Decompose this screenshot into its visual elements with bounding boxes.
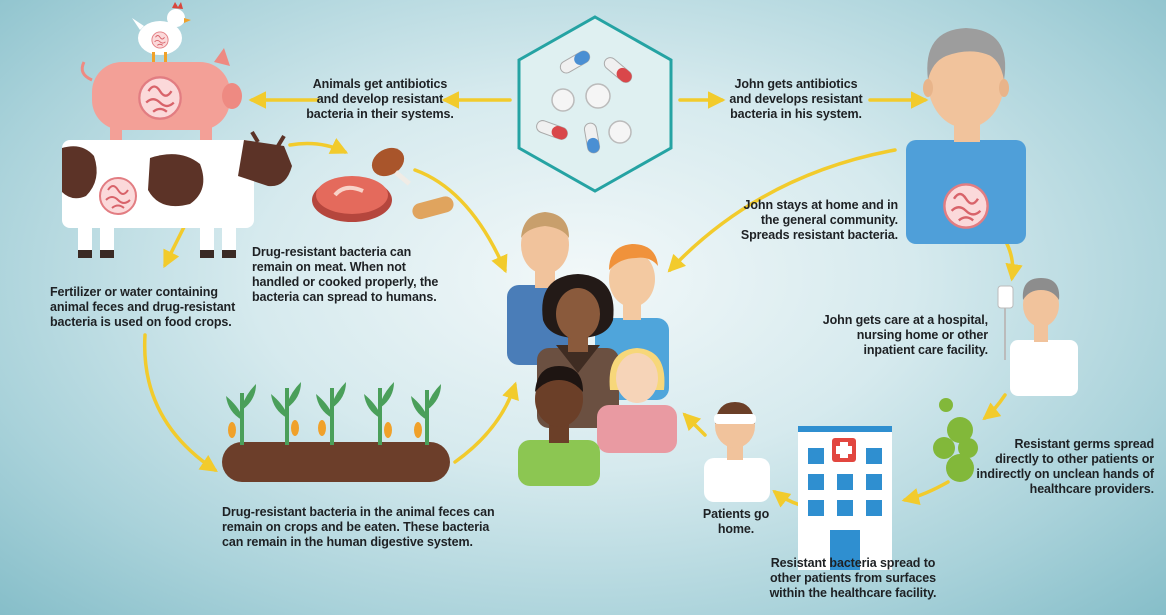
caption-animals-get-antibiotics: Animals get antibiotics and develop resi… bbox=[306, 77, 454, 121]
arrow-hospital-to-patient bbox=[772, 489, 802, 508]
hospital-icon bbox=[798, 426, 892, 570]
caption-patients-home: Patients go home. bbox=[702, 507, 770, 536]
pig-icon bbox=[80, 48, 242, 141]
people-group-icon bbox=[507, 212, 677, 486]
germs-icon bbox=[933, 398, 978, 482]
meat-icon bbox=[312, 147, 454, 222]
arrow-germs-to-hospital bbox=[901, 480, 950, 506]
caption-fertilizer: Fertilizer or water containing animal fe… bbox=[50, 285, 236, 329]
chicken-icon bbox=[132, 2, 191, 62]
arrow-fertilizer-to-crops bbox=[142, 333, 218, 472]
arrow-john-to-hospital bbox=[1003, 238, 1023, 282]
patient-bandaged-icon bbox=[704, 402, 770, 502]
arrow-patient-to-germs bbox=[982, 393, 1007, 421]
caption-surfaces-spread: Resistant bacteria spread to other patie… bbox=[769, 556, 937, 600]
arrow-crops-to-people bbox=[453, 381, 519, 464]
arrow-meat-to-people bbox=[413, 168, 508, 274]
cow-icon bbox=[62, 130, 292, 258]
caption-john-stays-home: John stays at home and in the general co… bbox=[740, 198, 898, 242]
pills-hexagon-icon bbox=[517, 15, 673, 193]
caption-crops-bacteria: Drug-resistant bacteria in the animal fe… bbox=[222, 505, 495, 549]
caption-germs-spread: Resistant germs spread directly to other… bbox=[976, 437, 1154, 496]
john-patient-icon bbox=[997, 278, 1078, 396]
caption-john-hospital: John gets care at a hospital, nursing ho… bbox=[822, 313, 988, 357]
crops-icon bbox=[222, 382, 450, 482]
john-person-icon bbox=[906, 28, 1026, 244]
caption-meat-bacteria: Drug-resistant bacteria can remain on me… bbox=[252, 245, 439, 304]
arrow-john-to-community bbox=[667, 148, 897, 273]
arrow-cow-to-meat bbox=[288, 138, 349, 154]
caption-john-gets-antibiotics: John gets antibiotics and develops resis… bbox=[729, 77, 863, 121]
arrow-patient-to-people bbox=[682, 412, 707, 437]
